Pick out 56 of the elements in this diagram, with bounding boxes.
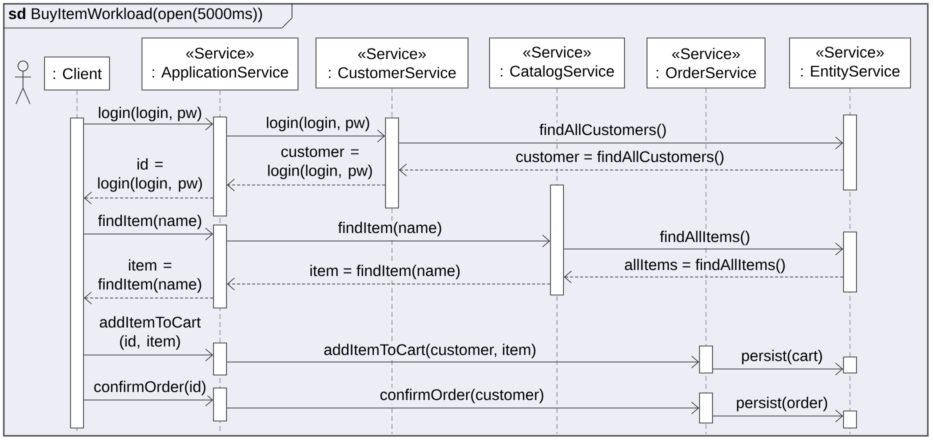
edge-label: findAllCustomers() — [538, 122, 668, 140]
lifeline-head: «Service» : CustomerService — [316, 38, 468, 88]
message-arrow — [712, 410, 844, 422]
edge-label: item = findItem(name) — [96, 258, 204, 294]
message-arrow — [226, 130, 386, 142]
lifeline-head: : Client — [44, 56, 110, 90]
activation-bar — [70, 118, 84, 428]
lifeline-head: «Service» : OrderService — [646, 38, 766, 88]
edge-label: id = login(login, pw) — [96, 157, 204, 193]
activation-bar — [213, 342, 227, 376]
message-arrow — [564, 242, 844, 256]
message-arrow — [226, 356, 700, 368]
activation-bar — [699, 392, 713, 424]
lifeline-head: «Service» : EntityService — [789, 38, 911, 88]
message-arrow — [226, 234, 550, 248]
activation-bar — [843, 114, 857, 190]
activation-bar — [213, 224, 227, 308]
edge-label: findAllItems() — [658, 230, 752, 246]
edge-label: addItemToCart (id, item) — [96, 315, 204, 351]
edge-label: persist(cart) — [740, 348, 824, 366]
edge-label: allItems = findAllItems() — [623, 258, 787, 274]
activation-bar — [843, 410, 857, 428]
edge-label: customer = findAllCustomers() — [514, 150, 726, 166]
activation-bar — [843, 232, 857, 292]
activation-bar — [843, 356, 857, 374]
edge-label: customer = login(login, pw) — [266, 146, 374, 180]
edge-label: addItemToCart(customer, item) — [322, 342, 538, 360]
edge-label: login(login, pw) — [264, 116, 372, 132]
edge-label: confirmOrder(customer) — [378, 388, 546, 404]
lifeline-head: «Service» : ApplicationService — [142, 38, 298, 90]
activation-bar — [550, 184, 564, 296]
actor-figure — [14, 60, 32, 104]
edge-label: item = findItem(name) — [308, 264, 462, 280]
edge-label: confirmOrder(id) — [92, 380, 208, 396]
message-arrow — [226, 178, 386, 192]
message-arrow — [712, 362, 844, 376]
message-arrow — [84, 228, 214, 240]
edge-label: findItem(name) — [336, 220, 444, 238]
message-arrow — [84, 394, 214, 406]
edge-label: login(login, pw) — [96, 106, 204, 122]
message-arrow — [398, 164, 844, 176]
lifeline-head: «Service» : CatalogService — [489, 38, 625, 88]
message-arrow — [398, 136, 844, 150]
activation-bar — [699, 346, 713, 374]
edge-label: findItem(name) — [96, 214, 204, 230]
message-arrow — [84, 348, 214, 362]
activation-bar — [385, 118, 399, 208]
edge-label: persist(order) — [734, 396, 830, 412]
activation-bar — [213, 388, 227, 422]
message-arrow — [84, 192, 214, 204]
message-arrow — [84, 118, 214, 130]
message-arrow — [84, 292, 214, 304]
message-arrow — [564, 270, 844, 284]
activation-bar — [213, 116, 227, 216]
message-arrow — [226, 278, 550, 290]
message-arrow — [226, 402, 700, 414]
